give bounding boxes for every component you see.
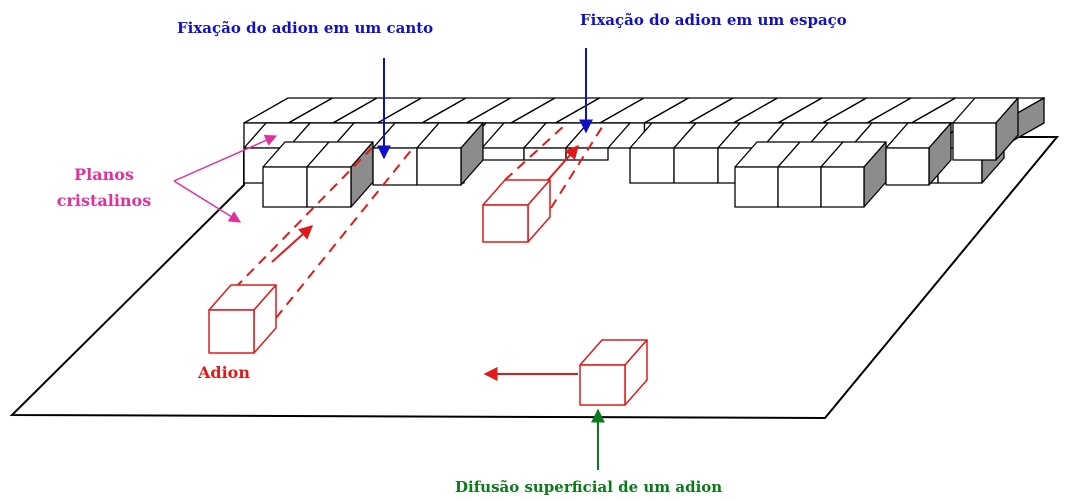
adion-cube xyxy=(482,179,551,243)
crystal-plane-front-left xyxy=(262,122,484,208)
adion-cube xyxy=(579,339,648,406)
crystal-cube xyxy=(306,141,374,208)
crystal-cube xyxy=(481,122,547,161)
planes-label-line1: Planos xyxy=(74,165,134,184)
adion-motion-arrow xyxy=(547,144,579,181)
diffusion-path-to-space xyxy=(504,123,605,209)
crystal-cube xyxy=(885,122,952,186)
adion-motion-arrow xyxy=(271,225,314,263)
space-label: Fixação do adion em um espaço xyxy=(580,11,847,29)
diffusion-label: Difusão superficial de um adion xyxy=(455,478,723,496)
crystal-cube xyxy=(416,122,484,186)
planes-label: Planos cristalinos xyxy=(44,162,164,214)
adion-cubes xyxy=(208,179,648,406)
planes-label-line2: cristalinos xyxy=(56,191,152,210)
corner-label: Fixação do adion em um canto xyxy=(177,19,434,37)
crystal-cube xyxy=(523,122,589,161)
plane-arrow xyxy=(173,180,242,223)
adion-cube xyxy=(208,284,277,354)
diffusion-path-to-corner xyxy=(234,147,414,319)
adion-label: Adion xyxy=(198,363,250,382)
plane-arrow xyxy=(173,134,278,182)
crystal-cube xyxy=(952,97,1019,161)
crystal-plane-front-right xyxy=(734,97,1019,208)
crystal-cube xyxy=(820,141,887,208)
